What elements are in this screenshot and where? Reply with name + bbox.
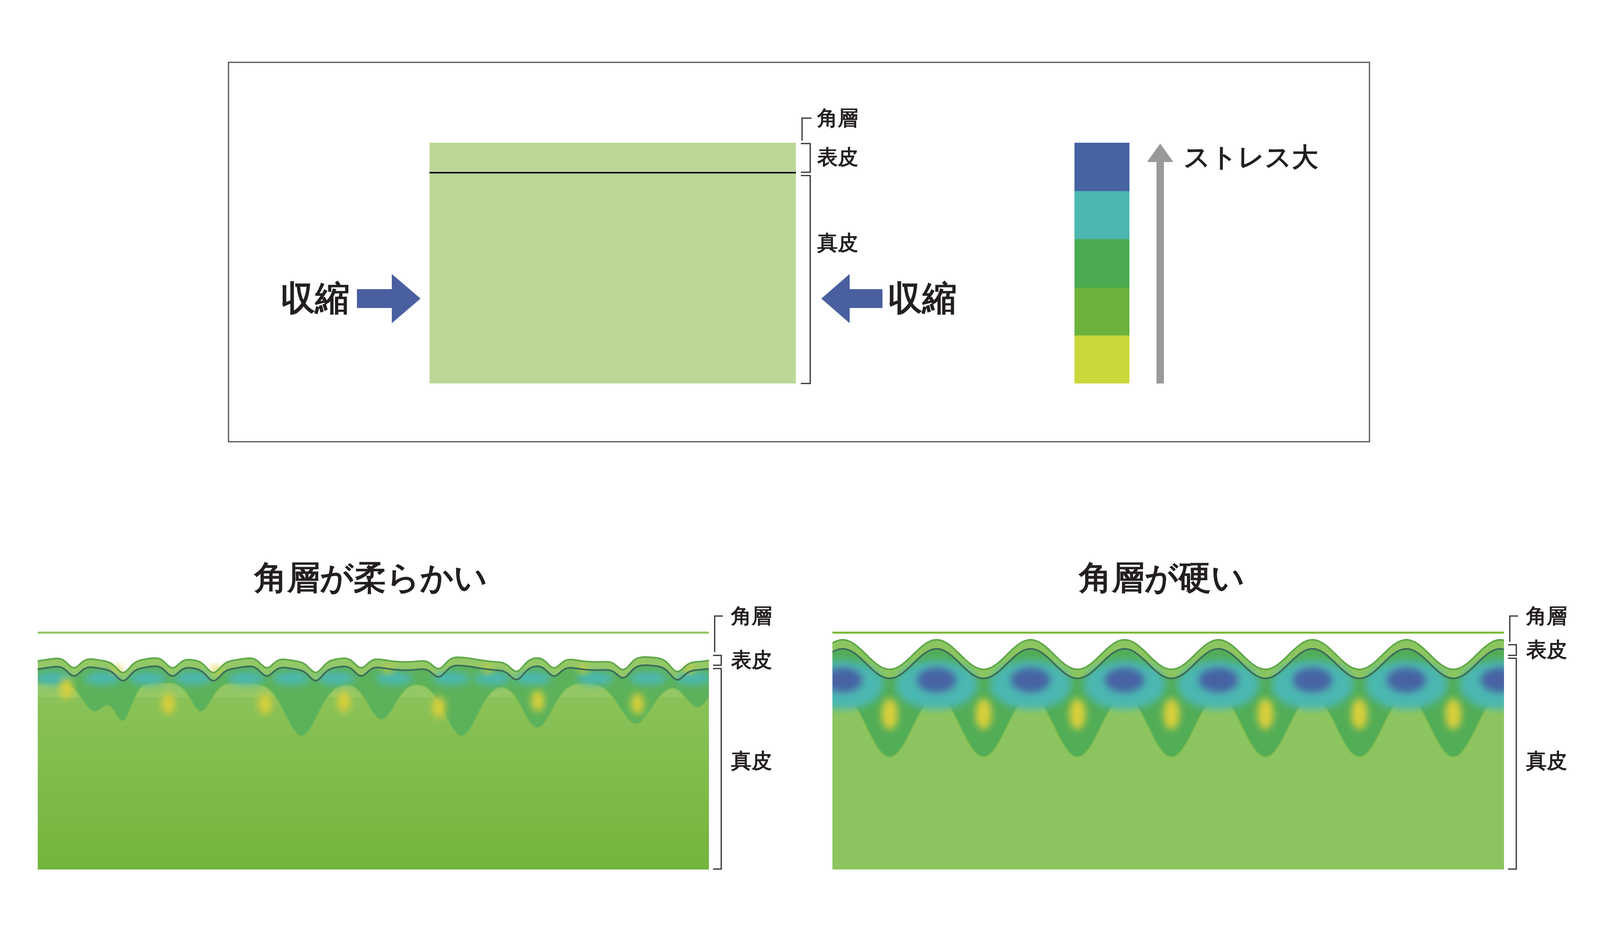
brackets	[713, 118, 1518, 870]
skin-part	[37, 665, 709, 737]
skin-part	[1292, 667, 1333, 693]
stress-arrow	[1147, 143, 1174, 384]
frame	[228, 62, 1370, 442]
skin-part	[975, 698, 992, 730]
skin-part	[37, 665, 709, 682]
skin-part	[832, 640, 1504, 670]
skin-part	[272, 672, 310, 686]
label: 角層が柔らかい	[254, 556, 488, 601]
arrow	[821, 274, 883, 324]
skin-part	[432, 672, 470, 686]
skin-part	[375, 672, 413, 686]
skin-part	[258, 693, 272, 715]
skin-part	[1010, 667, 1051, 693]
skin-part	[1386, 667, 1427, 693]
skin-part	[1257, 698, 1274, 730]
skin-part	[531, 690, 545, 712]
label: 収縮	[280, 275, 350, 323]
skin-part	[84, 672, 122, 686]
label: 表皮	[817, 143, 859, 172]
skin-part	[473, 672, 511, 686]
skin-part	[832, 667, 863, 693]
label: 表皮	[1526, 636, 1568, 664]
skin-part	[1198, 667, 1239, 693]
label: 角層	[731, 602, 773, 631]
arrow	[356, 274, 421, 324]
skin-part	[129, 672, 167, 686]
skin-part	[832, 640, 1504, 870]
skin-part	[832, 649, 1504, 679]
skin-part	[630, 693, 645, 715]
skin-part	[629, 672, 667, 686]
skin-part	[432, 696, 446, 718]
skin-part	[1445, 698, 1462, 730]
stress-scale	[1074, 142, 1130, 384]
label: 角層が硬い	[1078, 556, 1245, 601]
skin-part	[832, 649, 1504, 757]
skin-part	[59, 678, 74, 700]
layer-line	[429, 171, 796, 174]
skin-part	[1069, 698, 1086, 730]
label: ストレス大	[1183, 139, 1319, 176]
skin-part	[832, 660, 884, 710]
skin-part	[337, 691, 351, 713]
skin-part	[881, 698, 899, 730]
soft-skin	[37, 631, 709, 870]
hard-skin	[832, 631, 1504, 870]
label: 真皮	[817, 229, 859, 257]
label: 角層	[1526, 602, 1568, 631]
skin-part	[576, 672, 614, 686]
label: 表皮	[731, 646, 773, 675]
label: 角層	[817, 104, 859, 133]
skin-part	[161, 693, 175, 715]
skin-part	[1480, 667, 1504, 693]
skin-part	[1104, 667, 1145, 693]
skin-part	[916, 667, 957, 693]
skin-part	[227, 672, 265, 686]
skin-part	[1351, 698, 1368, 730]
label: 真皮	[731, 747, 773, 775]
skin-part	[1163, 698, 1180, 730]
label: 真皮	[1526, 747, 1568, 775]
skin-part	[174, 672, 212, 686]
label: 収縮	[887, 275, 957, 323]
skin-block	[429, 142, 796, 384]
skin-part	[1459, 660, 1504, 710]
